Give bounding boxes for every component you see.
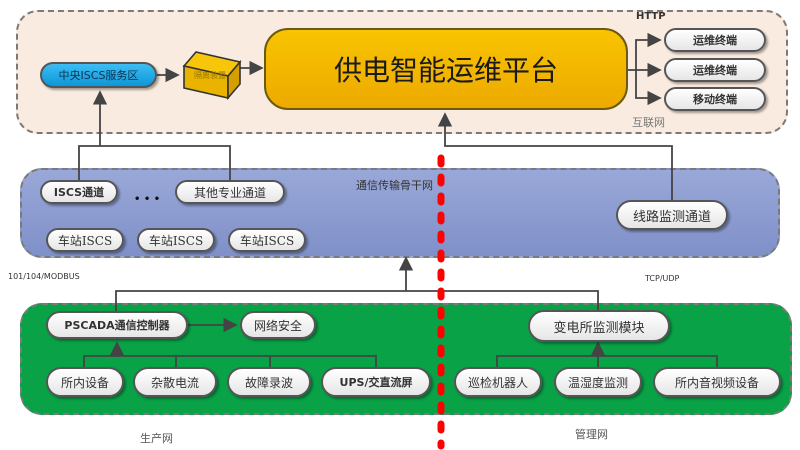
line-monitor-node: 线路监测通道 xyxy=(616,200,728,230)
station-iscs-node: 车站ISCS xyxy=(137,228,215,252)
arrow-to-terminal-3 xyxy=(635,70,662,106)
station-iscs-node: 车站ISCS xyxy=(228,228,306,252)
terminal-node: 移动终端 xyxy=(664,87,766,111)
connector-bottom xyxy=(115,290,599,312)
pscada-node: PSCADA通信控制器 xyxy=(46,311,188,339)
mgmt-device-node: 所内音视频设备 xyxy=(653,367,781,397)
prod-device-node: UPS/交直流屏 xyxy=(321,367,431,397)
production-zone-label: 生产网 xyxy=(140,432,173,445)
central-iscs-node: 中央ISCS服务区 xyxy=(40,62,157,88)
isolation-cube-icon xyxy=(182,51,242,101)
mgmt-device-node: 温湿度监测 xyxy=(554,367,642,397)
terminal-node: 运维终端 xyxy=(664,58,766,82)
prod-device-node: 杂散电流 xyxy=(133,367,217,397)
backbone-zone-label: 通信传输骨干网 xyxy=(356,179,433,192)
internet-zone-label: 互联网 xyxy=(632,116,665,129)
other-channel-node: 其他专业通道 xyxy=(175,180,285,204)
prod-device-node: 所内设备 xyxy=(46,367,124,397)
connector-channels xyxy=(78,145,231,180)
isolation-device-label: 隔离装置 xyxy=(194,71,226,80)
arrow-to-terminal-1 xyxy=(628,32,662,71)
terminal-node: 运维终端 xyxy=(664,28,766,52)
prod-device-node: 故障录波 xyxy=(227,367,311,397)
arrow-to-platform xyxy=(437,112,673,200)
http-label: HTTP xyxy=(636,11,666,22)
platform-node: 供电智能运维平台 xyxy=(264,28,628,110)
substation-monitor-node: 变电所监测模块 xyxy=(528,310,670,342)
management-protocol-label: TCP/UDP xyxy=(645,274,680,283)
iscs-channel-node: ISCS通道 xyxy=(40,180,118,204)
management-zone-label: 管理网 xyxy=(575,428,608,441)
net-security-node: 网络安全 xyxy=(240,311,316,339)
ellipsis: • • • xyxy=(134,194,161,205)
mgmt-device-node: 巡检机器人 xyxy=(454,367,542,397)
production-protocol-label: 101/104/MODBUS xyxy=(8,272,80,281)
station-iscs-node: 车站ISCS xyxy=(46,228,124,252)
